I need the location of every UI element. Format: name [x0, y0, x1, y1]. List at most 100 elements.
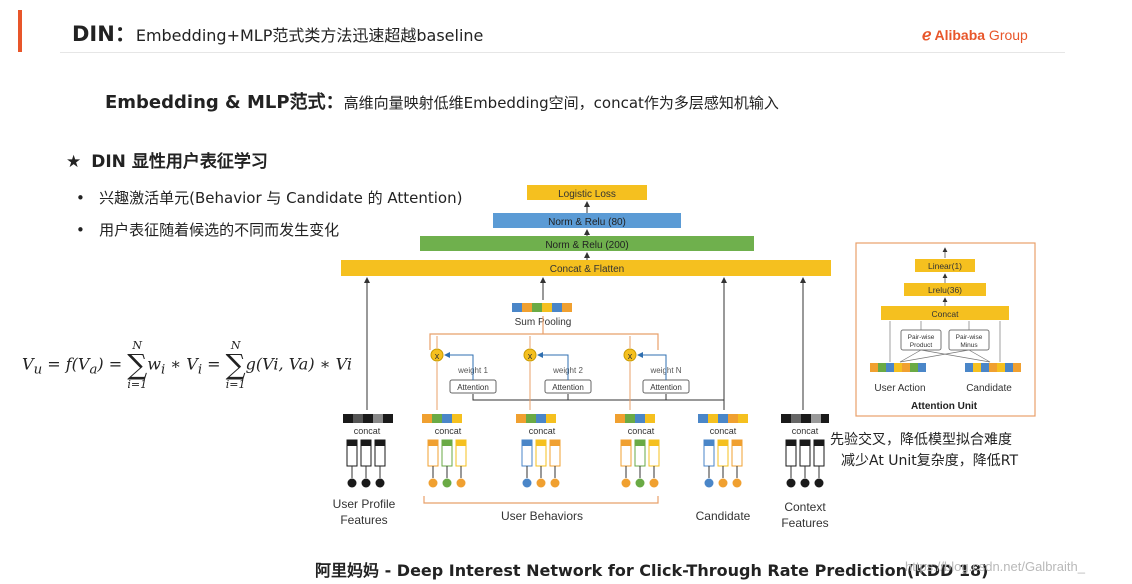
- behavior-columns: [521, 439, 561, 488]
- pairwise-product-label: Pair-wise: [908, 334, 935, 341]
- user-profile-columns: [346, 439, 386, 488]
- bullet-item: • 用户表征随着候选的不同而发生变化: [76, 221, 340, 239]
- bullet-item: • 兴趣激活单元(Behavior 与 Candidate 的 Attentio…: [76, 189, 463, 207]
- attention-label: Attention: [457, 383, 489, 392]
- user-profile-label: User Profile: [333, 497, 396, 511]
- section-title: DIN 显性用户表征学习: [91, 152, 268, 172]
- lrelu-layer: [904, 283, 986, 296]
- formula-eq2: =: [202, 354, 226, 374]
- concat-label: concat: [435, 426, 462, 436]
- user-profile-embedding: [343, 414, 393, 423]
- attention-label: Attention: [552, 383, 584, 392]
- page-title-bold: DIN：: [72, 22, 136, 46]
- formula-eq1-sub: a: [89, 362, 98, 378]
- header-divider: [60, 52, 1065, 53]
- context-embedding: [781, 414, 829, 423]
- linear-layer: [915, 259, 975, 272]
- attention-unit-title: Attention Unit: [911, 401, 978, 412]
- sum-pooling-vector: [512, 303, 572, 312]
- title-accent-bar: [18, 10, 22, 52]
- formula-lhs: V: [22, 354, 34, 374]
- weight-arrow: [537, 352, 569, 380]
- alibaba-logo-light: Group: [985, 27, 1028, 43]
- au-user-action-label: User Action: [874, 383, 925, 394]
- candidate-columns: [703, 439, 743, 488]
- logistic-loss-label: Logistic Loss: [558, 189, 616, 200]
- context-label: Context: [784, 500, 826, 514]
- subtitle: Embedding & MLP范式：高维向量映射低维Embedding空间，co…: [105, 88, 779, 114]
- context-label: Features: [781, 516, 828, 530]
- star-icon: ★: [66, 152, 82, 172]
- multiply-node: [430, 348, 444, 362]
- formula-eq1: = f(V: [42, 354, 90, 374]
- weight-arrow: [444, 352, 474, 380]
- behavior-columns: [427, 439, 467, 488]
- sum-bottom: i=1: [225, 378, 246, 391]
- norm-relu-80-layer: [493, 213, 681, 228]
- section-heading: ★ DIN 显性用户表征学习: [66, 147, 268, 172]
- behavior-embedding: [615, 414, 655, 423]
- attention-label: Attention: [650, 383, 682, 392]
- sum-symbol: N∑i=1: [225, 339, 246, 391]
- sum-symbol: N∑i=1: [127, 339, 148, 391]
- page-title-rest: Embedding+MLP范式类方法迅速超越baseline: [135, 26, 484, 45]
- norm-relu-200-label: Norm & Relu (200): [545, 240, 628, 251]
- concat-label: concat: [354, 426, 381, 436]
- behavior-columns: [620, 439, 660, 488]
- note-line: 减少At Unit复杂度，降低RT: [841, 453, 1019, 469]
- weight-arrow: [637, 352, 667, 380]
- behavior-embedding: [422, 414, 462, 423]
- user-behaviors-label: User Behaviors: [501, 509, 583, 523]
- watermark: https://blog.csdn.net/Galbraith_: [905, 559, 1085, 574]
- formula-term1-mid: ∗ V: [165, 354, 198, 374]
- formula-term1-sub2: i: [197, 362, 203, 378]
- behaviors-bracket: [423, 496, 659, 504]
- concat-label: concat: [628, 426, 655, 436]
- multiply-node: [523, 348, 537, 362]
- au-user-action-vector: [870, 363, 926, 372]
- formula-lhs-sub: u: [33, 362, 43, 378]
- lrelu-label: Lrelu(36): [928, 285, 962, 295]
- au-concat-layer: [881, 306, 1009, 320]
- pooling-bracket: [429, 333, 659, 350]
- norm-relu-200-layer: [420, 236, 754, 251]
- concat-label: concat: [710, 426, 737, 436]
- candidate-label: Candidate: [696, 509, 751, 523]
- logistic-loss-layer: [527, 185, 647, 200]
- context-columns: [785, 439, 825, 488]
- candidate-feed-line: [472, 394, 725, 410]
- pairwise-minus-label: Minus: [960, 342, 978, 349]
- multiply-icon: x: [628, 351, 633, 361]
- subtitle-rest: 高维向量映射低维Embedding空间，concat作为多层感知机输入: [343, 94, 779, 112]
- bullet-text: 用户表征随着候选的不同而发生变化: [99, 221, 340, 239]
- linear-label: Linear(1): [928, 261, 962, 271]
- alibaba-logo-bold: Alibaba: [934, 27, 986, 43]
- subtitle-bold: Embedding & MLP范式：: [105, 92, 344, 113]
- norm-relu-80-label: Norm & Relu (80): [548, 217, 626, 228]
- user-profile-label: Features: [340, 513, 387, 527]
- sum-bottom: i=1: [127, 378, 148, 391]
- au-candidate-label: Candidate: [966, 383, 1012, 394]
- pairwise-minus-label: Pair-wise: [956, 334, 983, 341]
- attention-unit-connectors: [889, 321, 1001, 363]
- formula-term2: g(Vi, Va) ∗ Vi: [245, 354, 353, 374]
- candidate-embedding: [698, 414, 748, 423]
- note-line: 先验交叉，降低模型拟合难度: [830, 432, 1012, 448]
- behavior-embedding: [516, 414, 556, 423]
- concat-label: concat: [792, 426, 819, 436]
- sum-top: N: [230, 339, 241, 352]
- bullet-text: 兴趣激活单元(Behavior 与 Candidate 的 Attention): [99, 189, 463, 207]
- pairwise-product-label: Product: [910, 342, 933, 349]
- concat-label: concat: [529, 426, 556, 436]
- alibaba-logo-icon: ℯ: [922, 27, 932, 44]
- concat-flatten-label: Concat & Flatten: [550, 264, 624, 275]
- formula-eq1-end: ) =: [97, 354, 128, 374]
- multiply-icon: x: [435, 351, 440, 361]
- sum-top: N: [132, 339, 143, 352]
- page-title: DIN：Embedding+MLP范式类方法迅速超越baseline: [72, 18, 483, 48]
- formula-term1: w: [147, 354, 161, 374]
- formula-term1-sub: i: [160, 362, 166, 378]
